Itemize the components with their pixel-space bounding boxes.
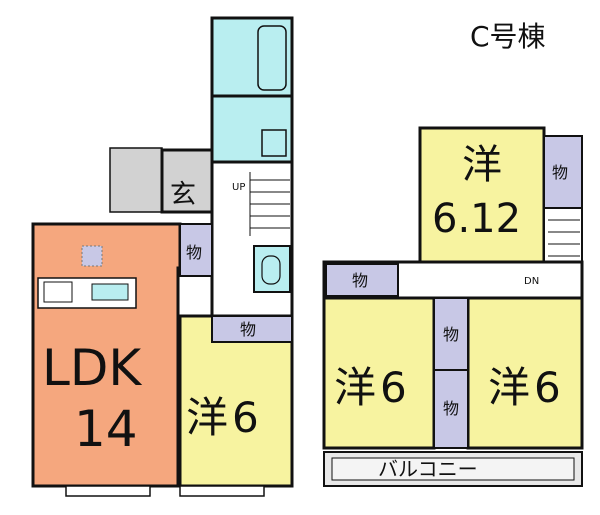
bathtub [257, 25, 287, 91]
ldk-storage [179, 223, 213, 277]
kitchen-sink [91, 283, 129, 301]
wash-basin [261, 129, 287, 157]
western-room-2f-right [466, 296, 584, 450]
room-2f-right-name: 洋 [488, 363, 530, 412]
dn-label: DN [524, 276, 539, 287]
window [179, 485, 265, 497]
room-1f-storage [211, 315, 293, 343]
room-2f-left-size: 6 [380, 363, 407, 412]
room-2f-right-size: 6 [534, 363, 561, 412]
ldk-size: 14 [74, 400, 138, 458]
top-storage-label: 物 [552, 163, 568, 182]
entrance-area [160, 148, 214, 214]
washroom [210, 94, 294, 164]
hall-storage-label: 物 [352, 271, 368, 290]
room-1f-storage-label: 物 [240, 320, 256, 339]
toilet-bowl [261, 255, 281, 285]
dining-table-mark [81, 245, 103, 267]
hall-storage [325, 263, 399, 297]
room-2f-left-name: 洋 [334, 363, 376, 412]
entrance-label: 玄 [170, 180, 196, 210]
mid-storage-1 [433, 297, 469, 371]
balcony-inner [331, 457, 575, 481]
ldk-name: LDK [42, 339, 142, 397]
porch [109, 147, 163, 213]
room-2f-top-name: 洋 [462, 142, 502, 188]
room-1f-name: 洋 [186, 393, 228, 442]
bath-room [210, 16, 294, 98]
window [65, 485, 151, 497]
room-2f-top-size: 6.12 [432, 196, 521, 242]
mid-storage-2 [433, 369, 469, 449]
mid-storage-2-label: 物 [443, 399, 459, 418]
toilet-room [253, 245, 291, 293]
room-1f-size: 6 [232, 393, 259, 442]
building-title: C号棟 [470, 20, 546, 53]
up-label: UP [232, 182, 245, 193]
mid-storage-1-label: 物 [443, 325, 459, 344]
ldk-storage-label: 物 [186, 243, 202, 262]
western-room-1f [178, 314, 294, 488]
balcony-label: バルコニー [378, 457, 478, 481]
top-room-storage [543, 135, 583, 209]
stove [43, 281, 73, 303]
western-room-2f-top [418, 126, 546, 264]
stairs-1f [249, 172, 290, 236]
